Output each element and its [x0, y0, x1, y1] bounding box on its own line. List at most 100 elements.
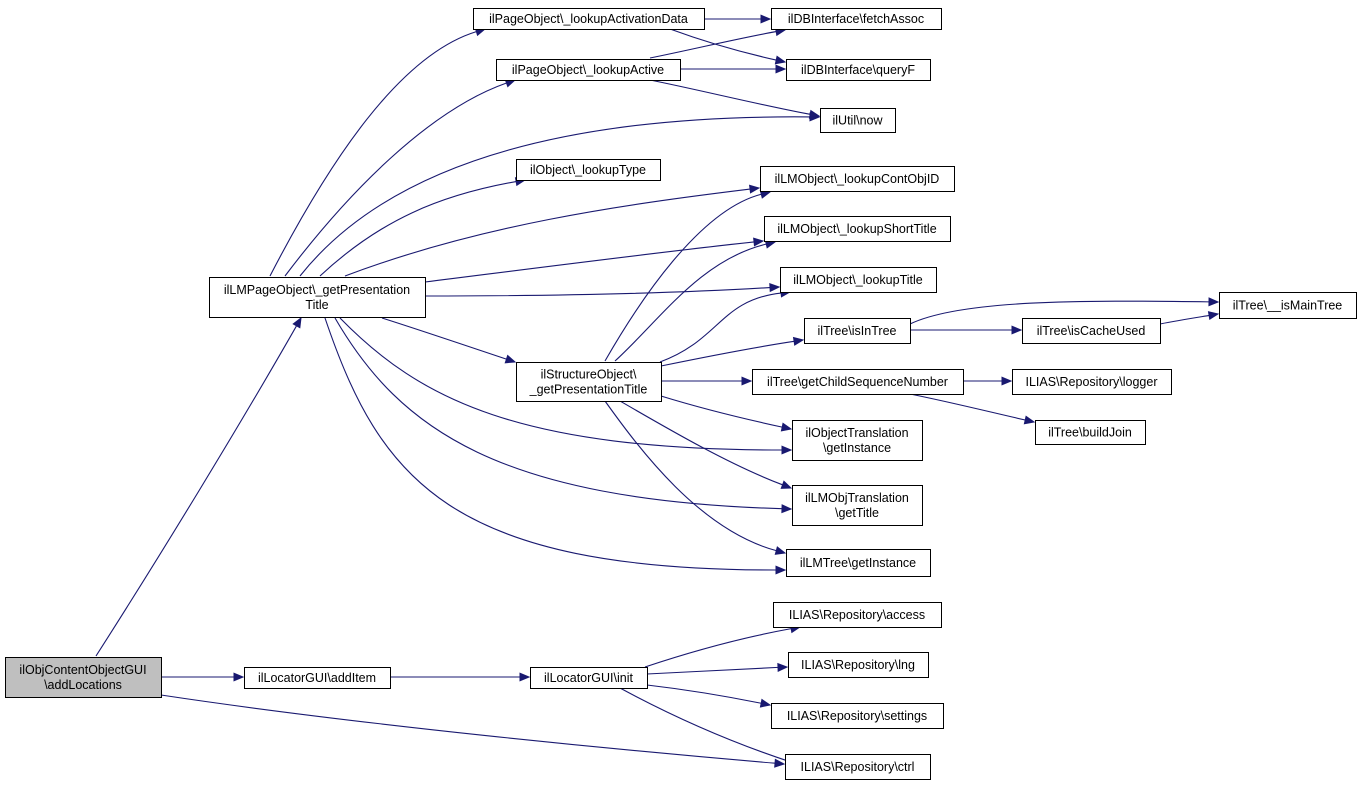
- node-box: [1012, 369, 1172, 395]
- node-lookupType[interactable]: ilObject\_lookupType: [516, 159, 661, 181]
- node-box: [773, 602, 942, 628]
- edge-line: [269, 31, 477, 277]
- node-locInit[interactable]: ilLocatorGUI\init: [530, 667, 648, 689]
- edge-presTitle-to-lookupActData: [269, 27, 487, 277]
- edge-line: [660, 340, 795, 367]
- node-buildJoin[interactable]: ilTree\buildJoin: [1035, 420, 1146, 445]
- node-label: ilLocatorGUI\init: [544, 671, 633, 685]
- arrowhead-icon: [769, 283, 781, 293]
- edge-line: [381, 317, 507, 360]
- node-box: [530, 667, 648, 689]
- node-isInTree[interactable]: ilTree\isInTree: [804, 318, 911, 344]
- node-contObjID[interactable]: ilLMObject\_lookupContObjID: [760, 166, 955, 192]
- node-lmTree[interactable]: ilLMTree\getInstance: [786, 549, 931, 577]
- node-box: [516, 159, 661, 181]
- node-label: ilStructureObject\: [541, 368, 637, 382]
- edge-line: [339, 317, 783, 451]
- node-objTrans[interactable]: ilObjectTranslation\getInstance: [792, 420, 923, 461]
- node-label: ilLocatorGUI\addItem: [258, 671, 376, 685]
- node-box: [5, 657, 162, 698]
- node-box: [752, 369, 964, 395]
- node-shortTitle[interactable]: ilLMObject\_lookupShortTitle: [764, 216, 951, 242]
- arrowhead-icon: [774, 758, 786, 768]
- node-ctrl[interactable]: ILIAS\Repository\ctrl: [785, 754, 931, 780]
- edge-line: [299, 116, 811, 277]
- arrowhead-icon: [759, 698, 772, 708]
- node-presTitle[interactable]: ilLMPageObject\_getPresentationTitle: [209, 277, 426, 318]
- node-box: [473, 8, 705, 30]
- edge-line: [319, 181, 517, 277]
- node-label: ILIAS\Repository\ctrl: [801, 760, 915, 774]
- node-box: [244, 667, 391, 689]
- edge-line: [424, 286, 771, 297]
- edge-structTitle-to-lmObjTrans: [619, 400, 793, 489]
- edge-line: [660, 395, 783, 428]
- edge-isCacheUsed-to-isMainTree: [1159, 311, 1220, 325]
- edge-lookupActive-to-queryF: [680, 64, 787, 74]
- node-logger[interactable]: ILIAS\Repository\logger: [1012, 369, 1172, 395]
- node-label: \addLocations: [44, 678, 122, 692]
- node-queryF[interactable]: ilDBInterface\queryF: [786, 59, 931, 81]
- node-lng[interactable]: ILIAS\Repository\lng: [788, 652, 929, 678]
- edge-lookupActive-to-now: [649, 79, 821, 119]
- node-box: [786, 59, 931, 81]
- node-lookupActData[interactable]: ilPageObject\_lookupActivationData: [473, 8, 705, 30]
- node-isCacheUsed[interactable]: ilTree\isCacheUsed: [1022, 318, 1161, 344]
- nodes-layer: ilObjContentObjectGUI\addLocations ilLMPa…: [5, 8, 1357, 780]
- node-label: ILIAS\Repository\lng: [801, 658, 915, 672]
- node-now[interactable]: ilUtil\now: [820, 108, 896, 133]
- edge-root-to-ctrl: [160, 694, 786, 768]
- node-label: ilTree\buildJoin: [1048, 426, 1132, 440]
- edge-isInTree-to-isMainTree: [909, 297, 1220, 325]
- node-label: ilLMPageObject\_getPresentation: [224, 283, 410, 297]
- edge-root-to-presTitle: [95, 316, 302, 657]
- edge-line: [284, 82, 507, 277]
- node-label: ilLMObject\_lookupTitle: [793, 273, 923, 287]
- node-label: ilTree\isCacheUsed: [1037, 324, 1146, 338]
- node-lmObjTrans[interactable]: ilLMObjTranslation\getTitle: [792, 485, 923, 526]
- arrowhead-icon: [1208, 297, 1220, 307]
- node-fetchAssoc[interactable]: ilDBInterface\fetchAssoc: [771, 8, 942, 30]
- edge-line: [649, 31, 777, 59]
- node-box: [792, 420, 923, 461]
- edge-locInit-to-settings: [646, 684, 772, 708]
- node-childSeq[interactable]: ilTree\getChildSequenceNumber: [752, 369, 964, 395]
- node-box: [764, 216, 951, 242]
- node-structTitle[interactable]: ilStructureObject\_getPresentationTitle: [516, 362, 662, 402]
- edge-childSeq-to-buildJoin: [909, 393, 1036, 425]
- edge-locInit-to-access: [644, 624, 802, 668]
- node-isMainTree[interactable]: ilTree\__isMainTree: [1219, 292, 1357, 319]
- edge-line: [646, 684, 762, 704]
- edge-structTitle-to-contObjID: [604, 189, 772, 362]
- edge-line: [324, 317, 777, 571]
- edge-presTitle-to-shortTitle: [424, 237, 765, 283]
- node-box: [804, 318, 911, 344]
- node-label: ilDBInterface\queryF: [801, 63, 915, 77]
- node-lookupActive[interactable]: ilPageObject\_lookupActive: [496, 59, 681, 81]
- arrowhead-icon: [1001, 376, 1013, 386]
- edge-presTitle-to-contObjID: [344, 184, 761, 277]
- node-box: [209, 277, 426, 318]
- node-label: ilLMTree\getInstance: [800, 556, 916, 570]
- edge-presTitle-to-structTitle: [381, 317, 517, 364]
- edge-presTitle-to-lookupActive: [284, 78, 517, 277]
- node-label: ilUtil\now: [832, 114, 883, 128]
- arrowhead-icon: [1207, 311, 1220, 321]
- arrowhead-icon: [780, 422, 793, 432]
- node-label: ilTree\__isMainTree: [1233, 299, 1343, 313]
- edge-structTitle-to-childSeq: [661, 376, 753, 386]
- edge-line: [160, 694, 776, 764]
- node-locAdd[interactable]: ilLocatorGUI\addItem: [244, 667, 391, 689]
- node-label: \getInstance: [823, 441, 891, 455]
- node-box: [788, 652, 929, 678]
- edge-line: [646, 666, 779, 675]
- edge-line: [604, 193, 762, 362]
- arrowhead-icon: [808, 109, 821, 119]
- node-lookupTitle[interactable]: ilLMObject\_lookupTitle: [780, 267, 937, 293]
- node-root[interactable]: ilObjContentObjectGUI\addLocations: [5, 657, 162, 698]
- edge-line: [619, 400, 783, 486]
- node-box: [780, 267, 937, 293]
- node-access[interactable]: ILIAS\Repository\access: [773, 602, 942, 628]
- node-settings[interactable]: ILIAS\Repository\settings: [771, 703, 944, 729]
- node-box: [786, 549, 931, 577]
